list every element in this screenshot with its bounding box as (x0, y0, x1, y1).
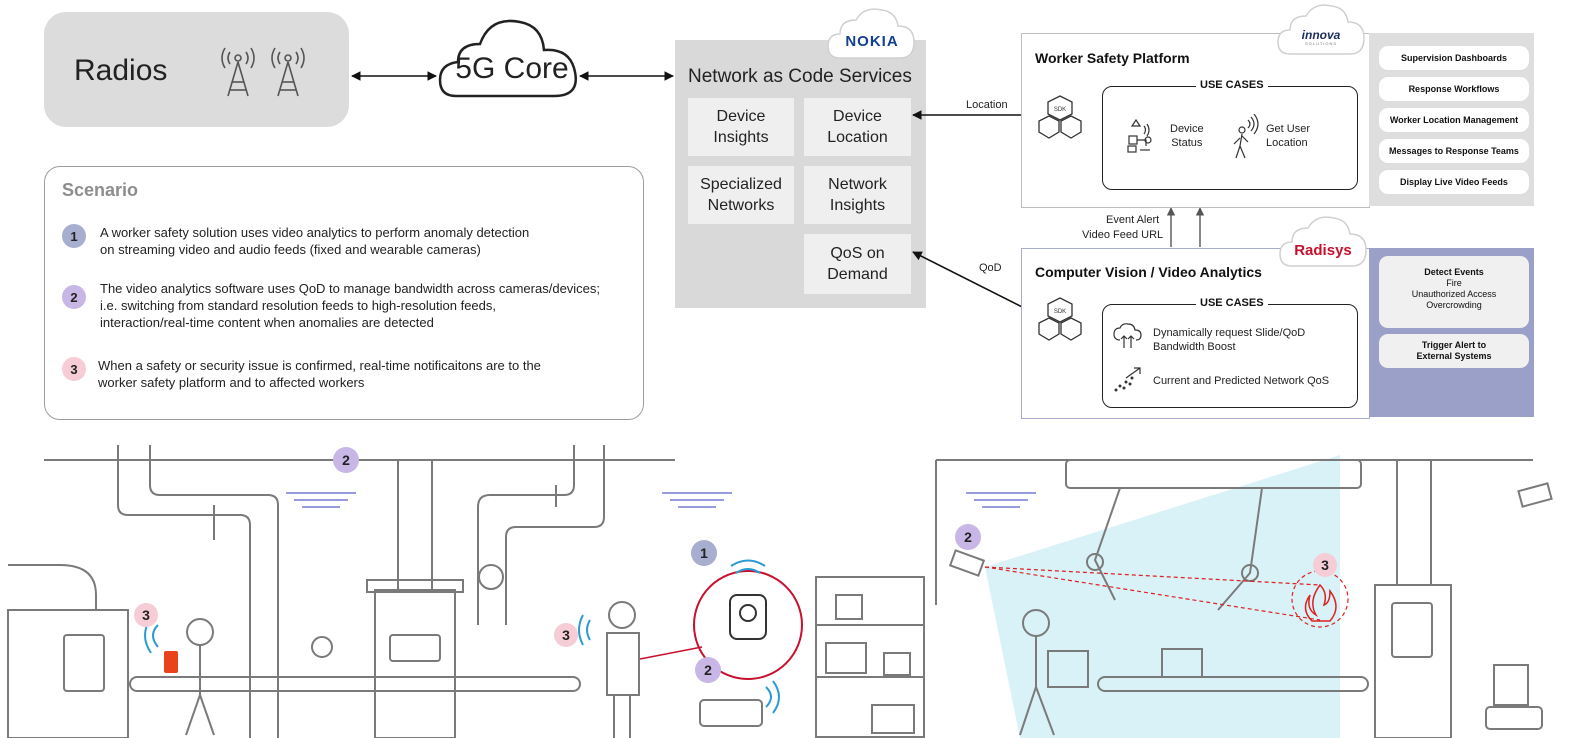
radios-label: Radios (74, 54, 168, 87)
tile-device-insights[interactable]: Device Insights (688, 98, 794, 156)
worker-safety-use-cases (1102, 86, 1358, 190)
control-cabinet (7, 609, 129, 738)
scene-marker-3-label: 3 (142, 607, 150, 623)
get-user-location-icon (1233, 114, 1259, 159)
step-1-text: A worker safety solution uses video anal… (100, 225, 530, 257)
wearable-camera-icon (729, 594, 767, 640)
feature-display-live-video-feeds[interactable]: Display Live Video Feeds (1379, 170, 1529, 194)
sdk-label: SDK (1054, 309, 1066, 315)
nokia-logo: NOKIA (845, 33, 899, 50)
scene-marker-1 (691, 540, 717, 566)
core-cloud-shape (438, 19, 577, 98)
tile-network-insights[interactable]: Network Insights (804, 166, 911, 224)
event-alert-label: Event Alert (1106, 214, 1160, 226)
worker-safety-use-cases-label: USE CASES (1196, 79, 1268, 91)
step-3-text: When a safety or security issue is confi… (98, 358, 541, 390)
detect-event-unauthorized-access: Unauthorized Access (1411, 289, 1497, 299)
computer-vision-use-cases-label: USE CASES (1196, 297, 1268, 309)
use-case-network-qos: Current and Predicted Network QoS (1153, 375, 1330, 387)
detect-events-pill[interactable]: Detect Events Fire Unauthorized Access O… (1379, 256, 1529, 328)
scene-marker-3 (1313, 553, 1337, 577)
worker-figure (186, 618, 214, 646)
storage-shelf (815, 576, 925, 738)
scene-marker-2 (955, 524, 981, 550)
conveyor-belt (1097, 676, 1369, 692)
feature-supervision-dashboards[interactable]: Supervision Dashboards (1379, 46, 1529, 70)
detect-event-overcrowding: Overcrowding (1426, 300, 1482, 310)
scenario-panel (44, 166, 644, 420)
scene-marker-1-label: 1 (700, 545, 708, 561)
detect-event-fire: Fire (1446, 278, 1462, 288)
tile-device-location[interactable]: Device Location (804, 98, 911, 156)
fire-alert-zone (1291, 570, 1349, 628)
sdk-label: SDK (1054, 107, 1066, 113)
scenario-title: Scenario (62, 180, 139, 200)
innova-logo: innova (1301, 28, 1341, 42)
detect-events-title: Detect Events (1424, 267, 1484, 277)
machine (374, 589, 456, 738)
nac-title: Network as Code Services (688, 66, 912, 87)
step-badge-3: 3 (62, 357, 86, 381)
wearable-camera-zoom (693, 570, 803, 680)
qod-label: QoD (979, 262, 1002, 274)
trigger-alert-pill[interactable]: Trigger Alert to External Systems (1379, 334, 1529, 368)
robot-cart (1485, 706, 1543, 730)
innova-logo-subtitle: SOLUTIONS (1304, 41, 1338, 46)
conveyor-belt (129, 676, 581, 692)
video-feed-url-label: Video Feed URL (1082, 229, 1164, 241)
scene-marker-3-label: 3 (562, 627, 570, 643)
wifi-icon (144, 559, 780, 714)
sdk-icon: SDK (1038, 95, 1082, 139)
scene-marker-2-label: 2 (704, 662, 712, 678)
feature-messages-to-response-teams[interactable]: Messages to Response Teams (1379, 139, 1529, 163)
camera-icon (948, 549, 986, 577)
tile-specialized-networks[interactable]: Specialized Networks (688, 166, 794, 224)
bandwidth-boost-icon (1113, 323, 1142, 348)
worker-safety-title: Worker Safety Platform (1035, 50, 1190, 66)
fire-icon (1304, 583, 1337, 622)
sensor-icon (286, 492, 1036, 508)
device-status-icon (1127, 118, 1152, 153)
scene-marker-3-label: 3 (1321, 557, 1329, 573)
scene-marker-2 (695, 657, 721, 683)
nokia-cloud-shape (827, 8, 915, 59)
camera-icon (1517, 482, 1553, 508)
radisys-cloud-shape (1279, 216, 1367, 267)
scene-marker-2-label: 2 (342, 452, 350, 468)
tile-qos-on-demand[interactable]: QoS on Demand (804, 234, 911, 294)
step-badge-2: 2 (62, 285, 86, 309)
scene-marker-2-label: 2 (964, 529, 972, 545)
sdk-icon: SDK (1038, 297, 1082, 341)
location-label: Location (966, 99, 1008, 111)
step-badge-1: 1 (62, 224, 86, 248)
core-label: 5G Core (455, 52, 569, 85)
valve-icon (478, 564, 504, 590)
innova-cloud-shape (1277, 4, 1365, 55)
scene-marker-2 (333, 447, 359, 473)
factory-scene: 2 1 3 3 2 2 3 (7, 445, 1553, 738)
phone-alert-icon (164, 651, 178, 673)
camera-light-cone (985, 455, 1340, 738)
step-2-text: The video analytics software uses QoD to… (100, 281, 601, 330)
network-qos-icon (1114, 367, 1141, 392)
robot-cart (699, 699, 763, 727)
scene-marker-3 (554, 623, 578, 647)
connector-lines (351, 71, 1205, 317)
worker-figure (1022, 609, 1050, 637)
radisys-logo: Radisys (1294, 242, 1352, 259)
scene-marker-3 (134, 603, 158, 627)
radio-tower-icon (221, 47, 305, 97)
valve-icon (311, 636, 333, 658)
feature-worker-location-management[interactable]: Worker Location Management (1379, 108, 1529, 132)
radios-box (44, 12, 349, 127)
computer-vision-title: Computer Vision / Video Analytics (1035, 264, 1262, 280)
feature-response-workflows[interactable]: Response Workflows (1379, 77, 1529, 101)
worker-figure (608, 601, 636, 629)
